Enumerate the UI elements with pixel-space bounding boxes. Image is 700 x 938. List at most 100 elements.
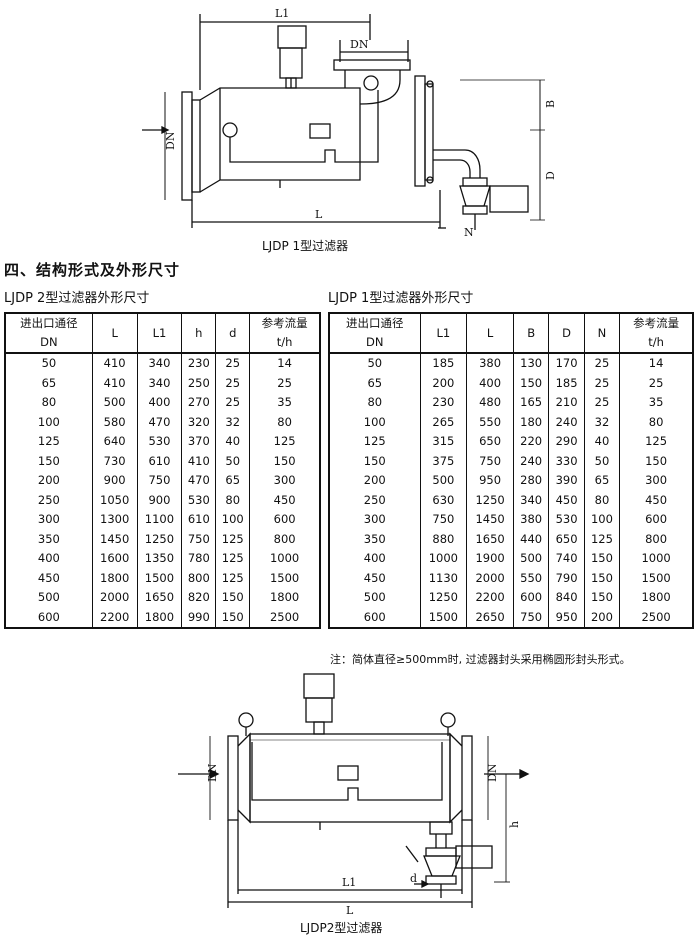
table-cell: 600 [249, 510, 321, 530]
table-cell: 950 [466, 471, 514, 491]
table-cell: 80 [328, 393, 421, 413]
table-cell: 40 [583, 432, 621, 452]
table-cell: 480 [466, 393, 514, 413]
table-cell: 185 [419, 353, 468, 374]
table-cell: 125 [249, 432, 321, 452]
table-cell: 1000 [419, 549, 468, 569]
table-cell: 820 [181, 588, 217, 608]
table-cell: 600 [512, 588, 550, 608]
ljdp2-table-title: LJDP 2型过滤器外形尺寸 [4, 291, 150, 306]
ljdp2-caption: LJDP2型过滤器 [300, 921, 383, 935]
dim-DN-left-bottom: DN [206, 763, 219, 782]
table-cell: 1900 [466, 549, 514, 569]
table-cell: 450 [249, 490, 321, 510]
table-cell: 750 [419, 510, 468, 530]
table-cell: 25 [215, 393, 251, 413]
table-cell: 1050 [91, 490, 138, 510]
table-cell: 640 [91, 432, 138, 452]
dim-L-bottom: L [346, 904, 354, 917]
table-cell: 210 [548, 393, 585, 413]
table-cell: 780 [181, 549, 217, 569]
table-cell: 340 [512, 490, 550, 510]
ljdp2-drawing: DN DN h d L1 L [178, 673, 530, 917]
table-cell: 530 [548, 510, 585, 530]
table-cell: 500 [419, 471, 468, 491]
table-cell: 2500 [619, 607, 694, 628]
table-cell: 500 [91, 393, 138, 413]
table-cell: 340 [136, 373, 183, 393]
table-cell: 350 [4, 529, 93, 549]
table-cell: 80 [619, 412, 694, 432]
column-header-line: N [597, 325, 607, 340]
table-cell: 65 [215, 471, 251, 491]
table-cell: 800 [619, 529, 694, 549]
table-cell: 32 [583, 412, 621, 432]
table-cell: 250 [328, 490, 421, 510]
table-cell: 550 [466, 412, 514, 432]
table-cell: 2650 [466, 607, 514, 628]
table-cell: 400 [466, 373, 514, 393]
table-cell: 1000 [619, 549, 694, 569]
table-cell: 400 [136, 393, 183, 413]
table-cell: 25 [215, 353, 251, 374]
column-header-line: D [562, 325, 571, 340]
table-cell: 390 [548, 471, 585, 491]
column-header: h [181, 313, 217, 354]
table-cell: 250 [4, 490, 93, 510]
table-cell: 1450 [466, 510, 514, 530]
table-cell: 750 [512, 607, 550, 628]
table-cell: 500 [512, 549, 550, 569]
table-cell: 65 [328, 373, 421, 393]
table-cell: 470 [136, 412, 183, 432]
table-cell: 1500 [419, 607, 468, 628]
table-cell: 200 [328, 471, 421, 491]
table-cell: 2200 [91, 607, 138, 628]
column-header-line: 参考流量 [633, 316, 680, 330]
column-header: L1 [136, 313, 183, 354]
table-cell: 35 [619, 393, 694, 413]
table-cell: 170 [548, 353, 585, 374]
table-cell: 1500 [249, 568, 321, 588]
table-cell: 630 [419, 490, 468, 510]
table-cell: 990 [181, 607, 217, 628]
table-cell: 600 [619, 510, 694, 530]
table-cell: 370 [181, 432, 217, 452]
table-cell: 530 [181, 490, 217, 510]
table-cell: 450 [328, 568, 421, 588]
table-cell: 1650 [136, 588, 183, 608]
table-cell: 500 [4, 588, 93, 608]
table-cell: 1800 [249, 588, 321, 608]
table-cell: 1250 [136, 529, 183, 549]
table-cell: 1500 [619, 568, 694, 588]
table-cell: 950 [548, 607, 585, 628]
column-header-line: L1 [436, 325, 451, 340]
column-header: L [466, 313, 514, 354]
table-cell: 450 [548, 490, 585, 510]
table-cell: 610 [181, 510, 217, 530]
column-header: B [512, 313, 550, 354]
column-header-line: t/h [276, 335, 293, 349]
ljdp1-drawing: L1 DN DN L B D N [142, 7, 557, 239]
table-cell: 150 [512, 373, 550, 393]
table-cell: 32 [215, 412, 251, 432]
table-cell: 600 [4, 607, 93, 628]
column-header-line: 参考流量 [261, 316, 308, 330]
dim-DN-right-bottom: DN [486, 763, 499, 782]
table-cell: 100 [328, 412, 421, 432]
table-cell: 125 [328, 432, 421, 452]
dim-h: h [508, 821, 521, 828]
